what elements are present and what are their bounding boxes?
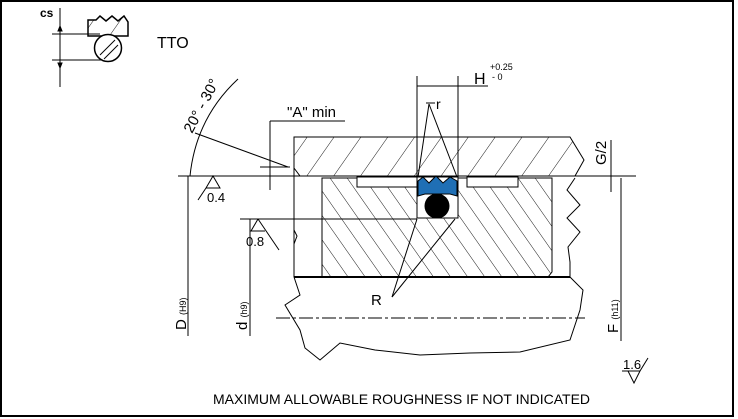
f-label: F (h11) (605, 299, 622, 333)
footer-note: MAXIMUM ALLOWABLE ROUGHNESS IF NOT INDIC… (213, 391, 590, 407)
cs-label: cs (40, 6, 54, 20)
o-ring (424, 193, 450, 219)
profile-name: TTO (157, 35, 189, 52)
cs-profile-symbol (52, 8, 129, 87)
seal-ring (417, 175, 458, 197)
d-bore-label: D (H9) (173, 297, 190, 330)
h-tol-lower: - 0 (492, 72, 503, 82)
diameter-dimensions (187, 176, 622, 341)
h-tol-upper: +0.25 (490, 62, 513, 72)
g-half-label: G/2 (593, 141, 610, 165)
roughness-bore: 0.4 (207, 190, 225, 205)
cylinder-housing (293, 136, 585, 177)
d-groove-label: d (h9) (234, 301, 251, 330)
r-leaders (391, 102, 458, 298)
chamfer-angle-dimension (189, 78, 290, 177)
h-label: H (474, 71, 486, 88)
roughness-default: 1.6 (623, 357, 641, 372)
roughness-groove: 0.8 (246, 234, 264, 249)
angle-label: 20° - 30° (181, 76, 224, 136)
a-min-label: "A" min (287, 104, 336, 121)
roughness-symbols (197, 175, 649, 385)
h-dimension (416, 76, 488, 176)
r-small-label: r (436, 96, 441, 112)
break-lines (284, 177, 584, 361)
a-min-dimension (269, 120, 345, 190)
r-large-label: R (371, 292, 382, 309)
